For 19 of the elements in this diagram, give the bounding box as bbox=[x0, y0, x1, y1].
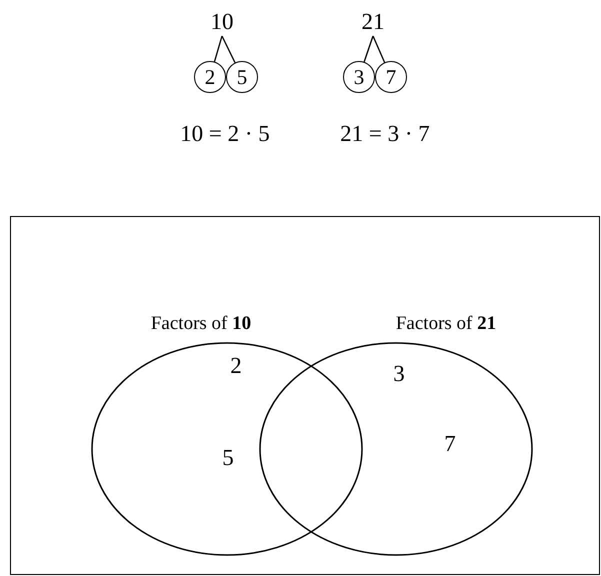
equation: 21 = 3 · 7 bbox=[340, 120, 430, 148]
tree-branch-line bbox=[214, 36, 223, 62]
tree-number: 10 bbox=[205, 8, 239, 36]
factor-circle: 5 bbox=[226, 61, 258, 93]
tree-branch-line bbox=[221, 36, 236, 63]
factor-circle: 2 bbox=[194, 61, 226, 93]
tree-number: 21 bbox=[356, 8, 390, 36]
factor-circle: 7 bbox=[375, 61, 407, 93]
set-element: 2 bbox=[230, 353, 242, 379]
set-heading: Factors of 10 bbox=[150, 312, 252, 336]
tree-branch-line bbox=[372, 36, 386, 63]
set-element: 3 bbox=[393, 361, 405, 387]
tree-branch-line bbox=[364, 36, 374, 62]
diagram-frame bbox=[10, 216, 600, 575]
equation: 10 = 2 · 5 bbox=[180, 120, 270, 148]
set-element: 5 bbox=[222, 445, 234, 471]
factor-circle: 3 bbox=[343, 61, 375, 93]
set-element: 7 bbox=[444, 431, 456, 457]
set-heading: Factors of 21 bbox=[396, 312, 496, 336]
